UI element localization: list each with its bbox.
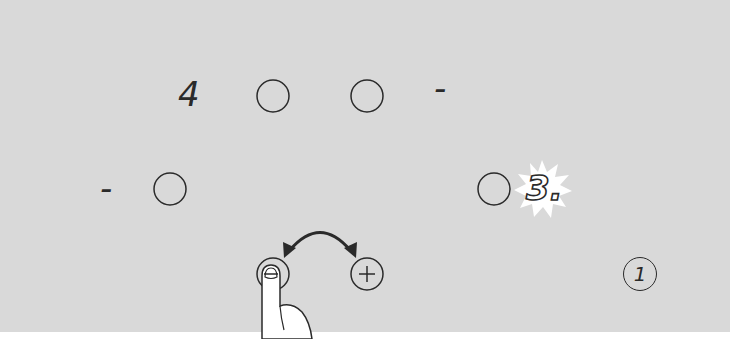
zone-indicator bbox=[257, 80, 289, 112]
plus-symbol bbox=[366, 266, 368, 282]
selected-power-level: 3. bbox=[526, 168, 563, 208]
blink-starburst bbox=[514, 160, 572, 218]
power-level-dash: - bbox=[100, 168, 112, 208]
panel-surface bbox=[0, 0, 730, 332]
button-label: 1 bbox=[634, 263, 647, 285]
arrow-head bbox=[283, 242, 296, 258]
zone-indicator bbox=[478, 173, 510, 205]
power-level-digit: 4 bbox=[178, 74, 200, 114]
minus-symbol bbox=[264, 273, 278, 275]
pointing-finger bbox=[262, 265, 312, 339]
zone-indicator bbox=[154, 173, 186, 205]
zone-indicator bbox=[351, 80, 383, 112]
plus-button bbox=[351, 258, 383, 290]
timer-button: 1 bbox=[623, 257, 657, 291]
double-arrow bbox=[290, 233, 350, 251]
arrow-head bbox=[344, 242, 357, 258]
power-level-dash: - bbox=[434, 68, 446, 108]
